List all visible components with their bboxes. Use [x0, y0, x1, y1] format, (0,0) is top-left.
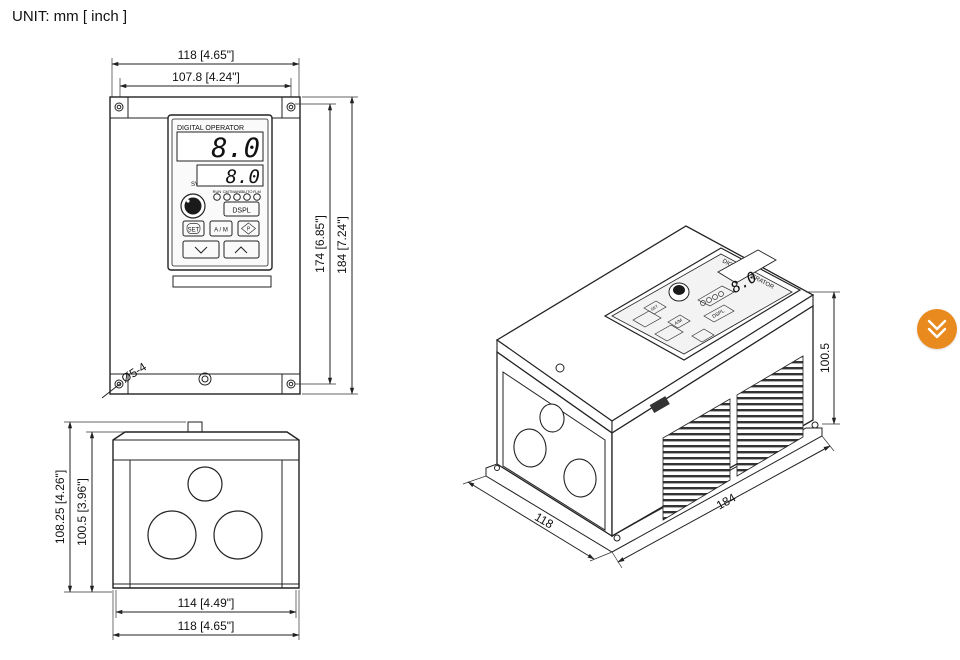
set-button [182, 220, 205, 237]
indicator-led-auto [243, 193, 251, 201]
indicator-label: CMT [223, 189, 232, 194]
indicator-label: MANE [231, 189, 243, 194]
indicator-led-run [213, 193, 221, 201]
set-button-label: SET [188, 228, 200, 234]
up-arrow-icon [234, 246, 248, 254]
sv-label: SV [191, 182, 199, 188]
bottom-knockout-left [147, 510, 197, 560]
unit-label: UNIT: mm [ inch ] [12, 8, 128, 25]
down-button [182, 240, 220, 259]
front-height-outer-label: 184 [7.24"] [335, 216, 349, 274]
front-height-mount-label: 174 [6.85"] [313, 215, 327, 273]
indicator-led-rm [253, 193, 261, 201]
bottom-height-body-dim: 100.5 [3.96"] [75, 431, 124, 593]
bottom-view: 108.25 [4.26"] 100.5 [3.96"] 114 [4.49"]… [53, 421, 300, 640]
bottom-knockout-right [213, 510, 263, 560]
iso-top-screw [555, 363, 565, 373]
bottom-width-inner-dim: 114 [4.49"] [115, 590, 297, 618]
indicator-led-mane [233, 193, 241, 201]
front-screw [198, 372, 212, 386]
sub-display [196, 164, 264, 187]
iso-length-dim: 184 [611, 435, 835, 569]
front-width-outer-label: 118 [4.65"] [178, 48, 235, 62]
front-nameplate [172, 275, 272, 288]
iso-knockout-top [539, 403, 565, 433]
mount-hole-bl [114, 379, 124, 389]
main-display-value: 8.0 [211, 133, 260, 164]
operator-panel: DIGITAL OPERATOR 8.0 SV 8.0 RUN CMT MANE… [167, 114, 273, 271]
double-chevron-down-icon [927, 319, 947, 339]
iso-view: DIGITAL OPERATOR 8.0 DSPL SET A/M 100.5 [462, 225, 840, 569]
indicator-led-cmt [223, 193, 231, 201]
p-button-label: P [247, 227, 251, 233]
scroll-down-button[interactable] [917, 309, 957, 349]
down-arrow-icon [194, 246, 208, 254]
bottom-knockout-top [187, 466, 223, 502]
dspl-button-label: DSPL [232, 208, 250, 215]
mount-hole-tl [114, 102, 124, 112]
up-button [223, 240, 260, 259]
iso-operator-panel: DIGITAL OPERATOR 8.0 DSPL SET A/M [603, 247, 802, 361]
bottom-cable-plate [129, 459, 283, 589]
bottom-width-inner-label: 114 [4.49"] [178, 596, 235, 610]
bottom-width-outer-dim: 118 [4.65"] [112, 590, 300, 640]
iso-dspl-label: DSPL [711, 308, 726, 320]
iso-set-label: SET [650, 303, 660, 311]
indicator-label: AUTO [241, 189, 252, 194]
bottom-height-outer-dim: 108.25 [4.26"] [53, 421, 186, 593]
bottom-height-outer-label: 108.25 [4.26"] [53, 470, 67, 544]
front-view: 118 [4.65"] 107.8 [4.24"] Ø5-4 DIGITAL O… [101, 48, 358, 399]
bottom-height-body-label: 100.5 [3.96"] [75, 478, 89, 546]
iso-knockout-left [513, 428, 547, 468]
mount-hole-tr [286, 102, 296, 112]
front-width-mount-label: 107.8 [4.24"] [172, 70, 240, 84]
iso-height-label: 100.5 [818, 343, 832, 373]
am-button [209, 220, 233, 237]
bottom-body-outline [112, 431, 300, 589]
dspl-button [223, 201, 260, 217]
bottom-knob-stub [187, 421, 203, 433]
indicator-label: RUN [213, 189, 222, 194]
front-height-outer-dim: 184 [7.24"] [302, 96, 358, 395]
p-button [237, 220, 260, 237]
operator-title: DIGITAL OPERATOR [177, 125, 244, 132]
sub-display-value: 8.0 [226, 166, 260, 188]
front-height-mount-dim: 174 [6.85"] [295, 103, 336, 385]
am-button-label: A / M [214, 228, 228, 234]
main-display [176, 131, 264, 162]
iso-side-latch [649, 396, 670, 413]
indicator-label: R-M [253, 189, 261, 194]
knob [180, 193, 206, 219]
indicator-labels: RUN CMT MANE AUTO R-M [213, 189, 261, 194]
front-width-outer-dim: 118 [4.65"] [111, 48, 300, 98]
bottom-width-outer-label: 118 [4.65"] [178, 619, 235, 633]
iso-am-label: A/M [674, 317, 684, 325]
iso-height-dim: 100.5 [806, 291, 840, 425]
